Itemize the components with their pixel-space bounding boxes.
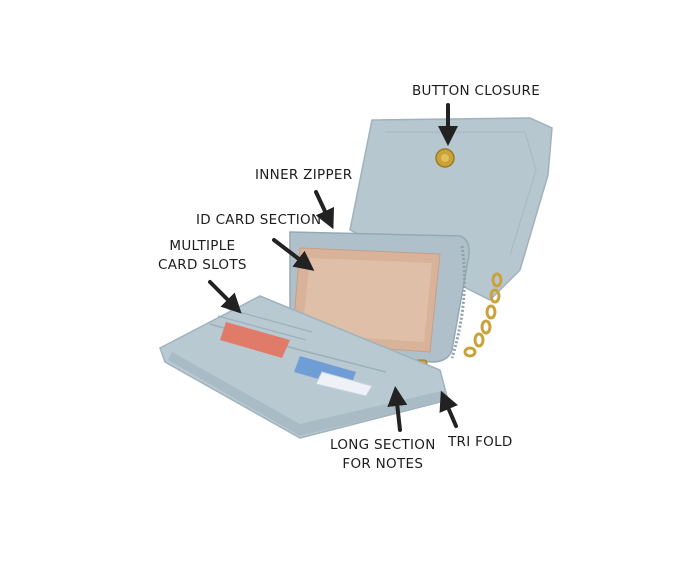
arrow-icon bbox=[208, 280, 242, 314]
label-tri-fold: TRI FOLD bbox=[448, 434, 513, 450]
arrow-icon bbox=[272, 238, 315, 271]
label-id-card-section: ID CARD SECTION bbox=[196, 212, 322, 228]
card-white bbox=[315, 371, 373, 397]
label-line: MULTIPLE bbox=[169, 238, 236, 254]
card-red bbox=[220, 322, 290, 358]
label-line: CARD SLOTS bbox=[158, 257, 247, 273]
label-multiple-card-slots: MULTIPLE CARD SLOTS bbox=[158, 237, 247, 275]
label-inner-zipper: INNER ZIPPER bbox=[255, 167, 353, 183]
zipper-icon bbox=[450, 245, 466, 359]
arrow-icon bbox=[387, 386, 408, 432]
label-long-section: LONG SECTION FOR NOTES bbox=[330, 436, 436, 474]
label-button-closure: BUTTON CLOSURE bbox=[412, 83, 541, 99]
arrow-icon bbox=[439, 390, 458, 428]
arrow-icon bbox=[314, 190, 334, 230]
chain-strap-icon bbox=[463, 272, 503, 358]
wallet bbox=[159, 117, 553, 439]
label-line: LONG SECTION bbox=[330, 437, 436, 453]
label-line: FOR NOTES bbox=[342, 456, 424, 472]
callout-arrows bbox=[208, 103, 458, 432]
